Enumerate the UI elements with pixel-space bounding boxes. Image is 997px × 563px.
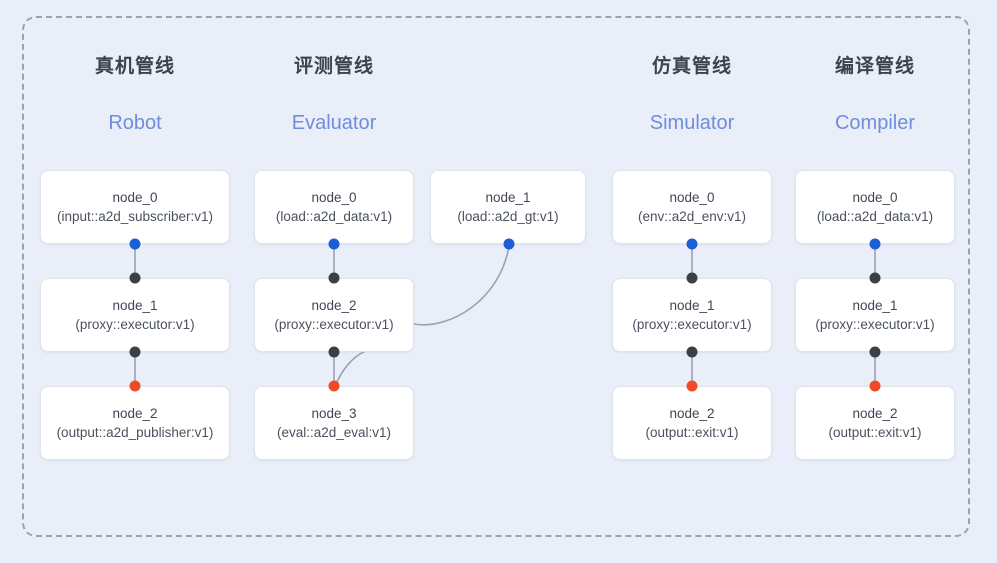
node-eval-node-2[interactable]: node_2(proxy::executor:v1) [254, 278, 414, 352]
column-header-robot: 真机管线 Robot [40, 55, 230, 135]
node-spec-label: (load::a2d_data:v1) [275, 209, 393, 224]
node-name-label: node_1 [852, 298, 898, 313]
node-sim-node-1[interactable]: node_1(proxy::executor:v1) [612, 278, 772, 352]
column-header-compiler: 编译管线 Compiler [795, 55, 955, 135]
node-comp-node-2[interactable]: node_2(output::exit:v1) [795, 386, 955, 460]
node-eval-node-1[interactable]: node_1(load::a2d_gt:v1) [430, 170, 586, 244]
node-comp-node-0[interactable]: node_0(load::a2d_data:v1) [795, 170, 955, 244]
column-header-simulator: 仿真管线 Simulator [612, 55, 772, 135]
node-name-label: node_1 [112, 298, 158, 313]
node-spec-label: (output::a2d_publisher:v1) [56, 425, 214, 440]
node-comp-node-1[interactable]: node_1(proxy::executor:v1) [795, 278, 955, 352]
node-spec-label: (eval::a2d_eval:v1) [276, 425, 392, 440]
node-spec-label: (proxy::executor:v1) [274, 317, 394, 332]
node-spec-label: (proxy::executor:v1) [75, 317, 195, 332]
node-sim-node-0[interactable]: node_0(env::a2d_env:v1) [612, 170, 772, 244]
port-link-dot[interactable] [129, 272, 141, 284]
node-spec-label: (input::a2d_subscriber:v1) [56, 209, 214, 224]
node-spec-label: (env::a2d_env:v1) [637, 209, 747, 224]
node-name-label: node_3 [311, 406, 357, 421]
column-heading-cn-compiler: 编译管线 [834, 56, 915, 77]
port-input-dot[interactable] [869, 238, 881, 250]
port-link-dot[interactable] [869, 346, 881, 358]
port-output-dot[interactable] [328, 380, 340, 392]
node-name-label: node_2 [852, 406, 898, 421]
node-spec-label: (proxy::executor:v1) [815, 317, 935, 332]
column-heading-en-compiler: Compiler [834, 112, 916, 134]
node-eval-node-3[interactable]: node_3(eval::a2d_eval:v1) [254, 386, 414, 460]
node-robot-node-1[interactable]: node_1(proxy::executor:v1) [40, 278, 230, 352]
node-sim-node-2[interactable]: node_2(output::exit:v1) [612, 386, 772, 460]
node-name-label: node_2 [669, 406, 715, 421]
node-eval-node-0[interactable]: node_0(load::a2d_data:v1) [254, 170, 414, 244]
port-link-dot[interactable] [328, 272, 340, 284]
port-output-dot[interactable] [686, 380, 698, 392]
port-link-dot[interactable] [328, 346, 340, 358]
port-input-dot[interactable] [328, 238, 340, 250]
node-name-label: node_1 [669, 298, 715, 313]
node-name-label: node_2 [112, 406, 158, 421]
port-link-dot[interactable] [869, 272, 881, 284]
column-heading-en-robot: Robot [108, 112, 162, 134]
port-output-dot[interactable] [129, 380, 141, 392]
node-name-label: node_0 [852, 190, 898, 205]
node-name-label: node_0 [112, 190, 158, 205]
node-robot-node-0[interactable]: node_0(input::a2d_subscriber:v1) [40, 170, 230, 244]
node-spec-label: (load::a2d_data:v1) [816, 209, 934, 224]
column-heading-en-evaluator: Evaluator [291, 112, 377, 134]
node-name-label: node_1 [485, 190, 531, 205]
pipeline-frame [22, 16, 970, 537]
node-name-label: node_0 [311, 190, 357, 205]
port-link-dot[interactable] [129, 346, 141, 358]
column-heading-cn-simulator: 仿真管线 [651, 56, 732, 77]
column-heading-cn-robot: 真机管线 [94, 56, 175, 77]
column-header-evaluator: 评测管线 Evaluator [254, 55, 414, 135]
column-heading-en-simulator: Simulator [649, 112, 735, 134]
node-name-label: node_2 [311, 298, 357, 313]
port-input-dot[interactable] [129, 238, 141, 250]
port-link-dot[interactable] [686, 346, 698, 358]
node-spec-label: (output::exit:v1) [645, 425, 739, 440]
port-output-dot[interactable] [869, 380, 881, 392]
port-input-dot[interactable] [503, 238, 515, 250]
node-name-label: node_0 [669, 190, 715, 205]
node-spec-label: (proxy::executor:v1) [632, 317, 752, 332]
port-link-dot[interactable] [686, 272, 698, 284]
port-input-dot[interactable] [686, 238, 698, 250]
column-heading-cn-evaluator: 评测管线 [293, 56, 374, 77]
node-robot-node-2[interactable]: node_2(output::a2d_publisher:v1) [40, 386, 230, 460]
node-spec-label: (output::exit:v1) [828, 425, 922, 440]
node-spec-label: (load::a2d_gt:v1) [457, 209, 559, 224]
